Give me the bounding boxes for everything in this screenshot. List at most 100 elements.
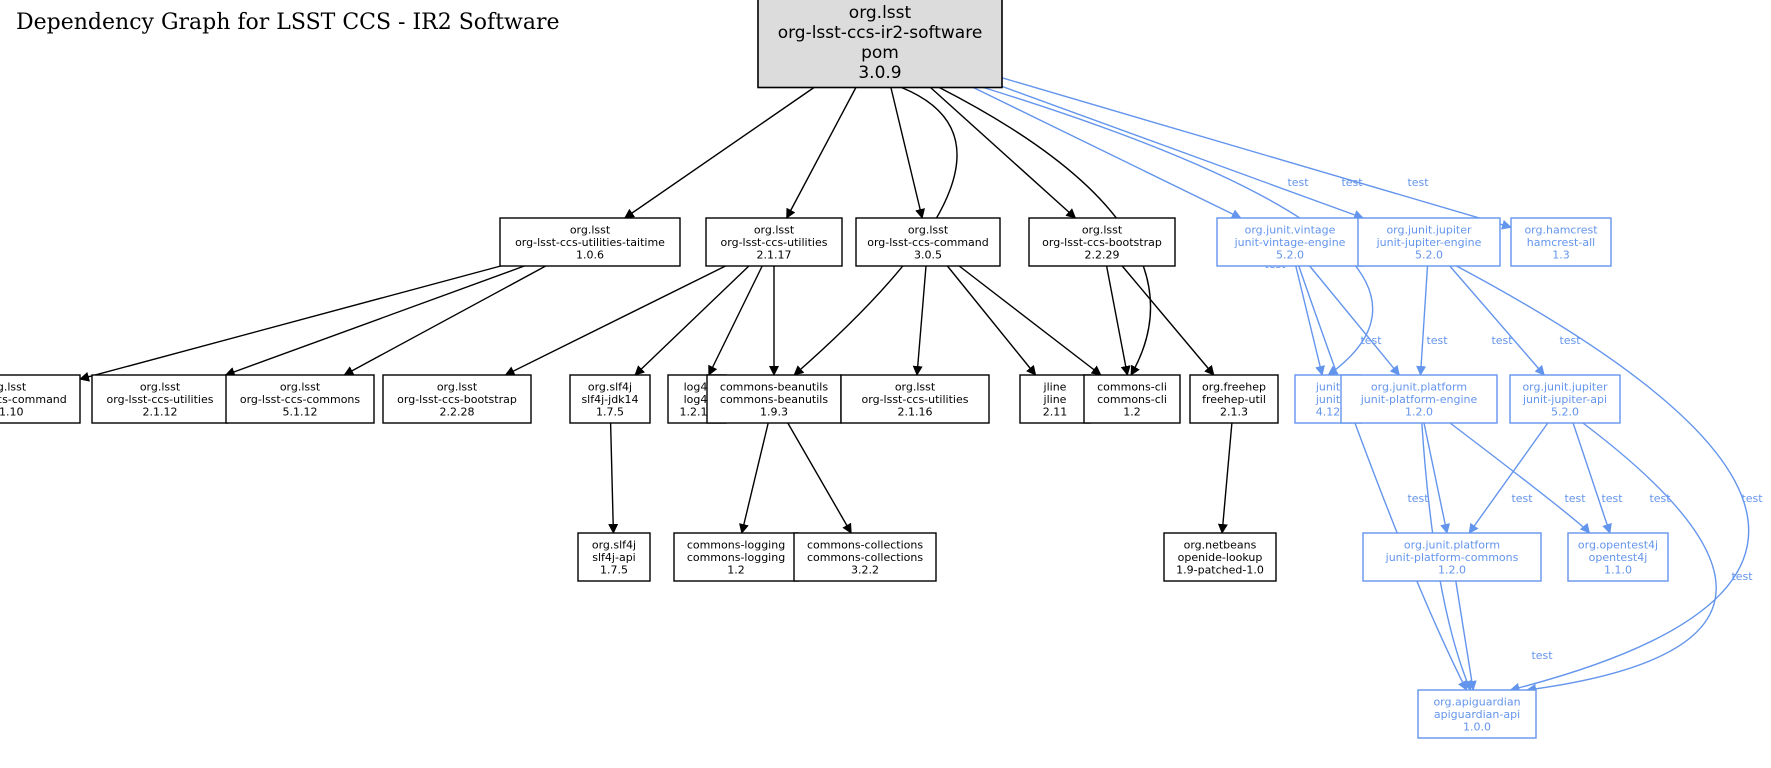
edge-line bbox=[343, 265, 547, 376]
edge-line bbox=[1217, 422, 1233, 534]
node-group: commons-collections bbox=[807, 539, 923, 552]
node-group: org.apiguardian bbox=[1433, 696, 1520, 709]
node-layer: org.lsstorg-lsst-ccs-ir2-softwarepom3.0.… bbox=[0, 0, 1669, 739]
node-version: 2.1.10 bbox=[0, 406, 24, 419]
node-artifact: hamcrest-all bbox=[1527, 236, 1595, 249]
edge-line bbox=[972, 86, 1242, 219]
node-box bbox=[855, 217, 1001, 267]
node-group: org.lsst bbox=[895, 381, 936, 394]
edge-beanutils-to-logging bbox=[739, 422, 769, 534]
node-box bbox=[1019, 374, 1091, 424]
edge-label: test bbox=[1287, 176, 1309, 189]
node-collections[interactable]: commons-collectionscommons-collections3.… bbox=[793, 532, 937, 582]
node-platcom[interactable]: org.junit.platformjunit-platform-commons… bbox=[1362, 532, 1542, 582]
node-artifact: junit-platform-engine bbox=[1360, 393, 1478, 406]
node-plateng[interactable]: org.junit.platformjunit-platform-engine1… bbox=[1340, 374, 1498, 424]
edge-label: test bbox=[1559, 334, 1581, 347]
node-version: 5.1.12 bbox=[283, 406, 318, 419]
edge-slfjdk-to-slfapi bbox=[608, 422, 619, 534]
node-group: org.junit.platform bbox=[1404, 539, 1500, 552]
edge-line bbox=[1121, 265, 1215, 376]
node-artifact: org-lsst-ccs-commons bbox=[240, 393, 361, 406]
edge-cmd305-to-jline bbox=[946, 265, 1037, 376]
node-version: 4.12 bbox=[1316, 406, 1341, 419]
edge-line bbox=[1298, 265, 1468, 691]
node-artifact: openide-lookup bbox=[1178, 551, 1263, 564]
edge-util217-to-slfjdk bbox=[634, 265, 750, 376]
node-box bbox=[1357, 217, 1501, 267]
edge-line bbox=[946, 265, 1037, 376]
node-version: 2.2.28 bbox=[440, 406, 475, 419]
node-box bbox=[1083, 374, 1181, 424]
node-artifact: junit-jupiter-engine bbox=[1376, 236, 1482, 249]
node-artifact: junit-platform-commons bbox=[1385, 551, 1519, 564]
edge-platcom-to-apiguard: test bbox=[1455, 580, 1553, 691]
node-version: 2.2.29 bbox=[1085, 249, 1120, 262]
edge-line bbox=[79, 265, 501, 382]
edge-root-to-beanutils bbox=[793, 86, 958, 376]
node-group: org.slf4j bbox=[588, 381, 632, 394]
edge-line bbox=[623, 86, 815, 219]
edge-label: test bbox=[1511, 492, 1533, 505]
node-vintage[interactable]: org.junit.vintagejunit-vintage-engine5.2… bbox=[1216, 217, 1364, 267]
node-group: org.junit.vintage bbox=[1245, 224, 1336, 237]
node-version: 1.7.5 bbox=[600, 564, 628, 577]
edge-line bbox=[787, 422, 852, 534]
edge-taitime-to-util2112 bbox=[224, 265, 525, 377]
node-version: 1.0.0 bbox=[1463, 721, 1491, 734]
edge-boot229-to-cli bbox=[1105, 265, 1131, 376]
node-box bbox=[757, 0, 1003, 89]
node-artifact: junit bbox=[1315, 393, 1341, 406]
node-group: org.slf4j bbox=[592, 539, 636, 552]
edge-line bbox=[1468, 422, 1549, 534]
edge-line bbox=[1449, 422, 1591, 534]
node-artifact: slf4j-api bbox=[592, 551, 635, 564]
node-group: jline bbox=[1043, 381, 1067, 394]
edge-jupeng-to-apiguard: test bbox=[1456, 265, 1763, 693]
edge-jupapi-to-apiguard: test bbox=[1526, 422, 1753, 694]
node-box bbox=[840, 374, 990, 424]
edge-label: test bbox=[1407, 492, 1429, 505]
edge-line bbox=[739, 422, 769, 534]
edge-line bbox=[634, 265, 750, 376]
node-box bbox=[793, 532, 937, 582]
edge-line bbox=[504, 265, 726, 376]
node-version: 2.1.17 bbox=[757, 249, 792, 262]
node-artifact: junit-vintage-engine bbox=[1234, 236, 1346, 249]
node-version: 1.2 bbox=[1123, 406, 1141, 419]
edge-cmd305-to-cli bbox=[958, 265, 1102, 376]
node-box bbox=[91, 374, 229, 424]
node-group: junit bbox=[1315, 381, 1341, 394]
node-version: 1.2.0 bbox=[1438, 564, 1466, 577]
node-box bbox=[1028, 217, 1176, 267]
node-netbeans[interactable]: org.netbeansopenide-lookup1.9-patched-1.… bbox=[1163, 532, 1277, 582]
node-root[interactable]: org.lsstorg-lsst-ccs-ir2-softwarepom3.0.… bbox=[757, 0, 1003, 89]
edge-jupapi-to-platcom: test bbox=[1468, 422, 1623, 534]
edge-label: test bbox=[1731, 570, 1753, 583]
edge-root-to-jupeng: test bbox=[1001, 85, 1365, 220]
node-jupeng[interactable]: org.junit.jupiterjunit-jupiter-engine5.2… bbox=[1357, 217, 1501, 267]
node-taitime[interactable]: org.lsstorg-lsst-ccs-utilities-taitime1.… bbox=[499, 217, 681, 267]
node-artifact: org-lsst-ccs-ir2-software bbox=[778, 23, 983, 43]
node-group: org.lsst bbox=[754, 224, 795, 237]
